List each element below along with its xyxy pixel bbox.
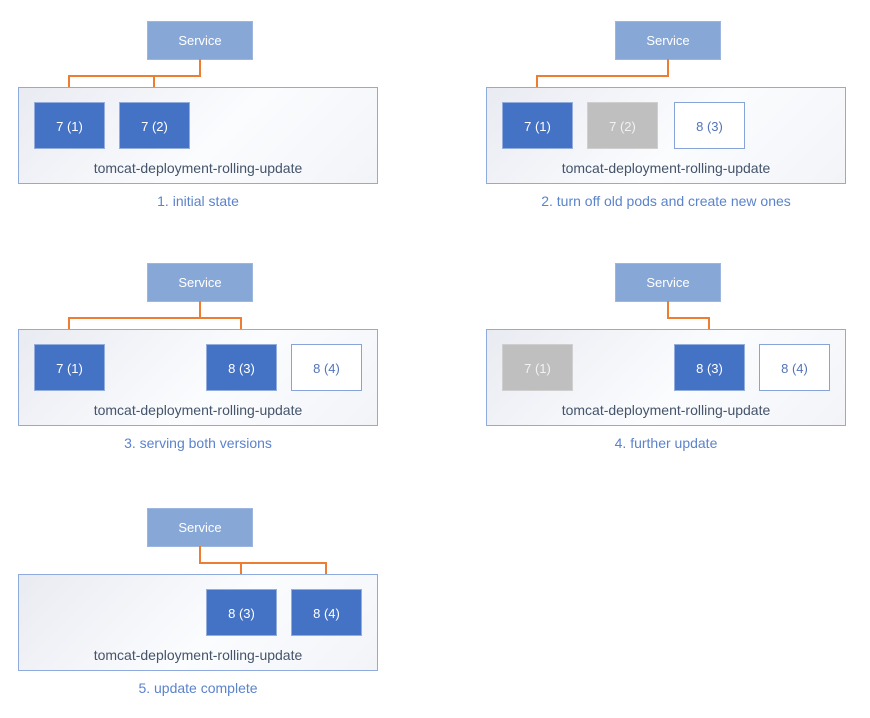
deployment-label: tomcat-deployment-rolling-update xyxy=(93,647,303,663)
pod-8-4: 8 (4) xyxy=(291,344,362,391)
service-box: Service xyxy=(147,263,253,302)
deployment-label: tomcat-deployment-rolling-update xyxy=(93,160,303,176)
deployment-box: 7 (1) 7 (2) 8 (3) tomcat-deployment-roll… xyxy=(486,87,846,184)
stage-3-serving-both-versions: Service 7 (1) 8 (3) 8 (4) tomcat-deploym… xyxy=(18,263,378,463)
stage-5-update-complete: Service 8 (3) 8 (4) tomcat-deployment-ro… xyxy=(18,508,378,708)
stage-4-further-update: Service 7 (1) 8 (3) 8 (4) tomcat-deploym… xyxy=(486,263,846,463)
service-box: Service xyxy=(147,21,253,60)
pod-7-1: 7 (1) xyxy=(34,102,105,149)
deployment-label: tomcat-deployment-rolling-update xyxy=(93,402,303,418)
pod-7-2: 7 (2) xyxy=(119,102,190,149)
pod-8-3: 8 (3) xyxy=(206,344,277,391)
deployment-box: 7 (1) 8 (3) 8 (4) tomcat-deployment-roll… xyxy=(18,329,378,426)
deployment-box: 7 (1) 8 (3) 8 (4) tomcat-deployment-roll… xyxy=(486,329,846,426)
stage-caption: 3. serving both versions xyxy=(124,435,272,451)
pod-8-3: 8 (3) xyxy=(206,589,277,636)
pod-8-4: 8 (4) xyxy=(291,589,362,636)
stage-2-turn-off-old-pods: Service 7 (1) 7 (2) 8 (3) tomcat-deploym… xyxy=(486,21,846,221)
service-box: Service xyxy=(147,508,253,547)
pod-7-2: 7 (2) xyxy=(587,102,658,149)
pod-7-1: 7 (1) xyxy=(502,344,573,391)
pod-8-3: 8 (3) xyxy=(674,102,745,149)
pod-8-4: 8 (4) xyxy=(759,344,830,391)
deployment-box: 8 (3) 8 (4) tomcat-deployment-rolling-up… xyxy=(18,574,378,671)
deployment-label: tomcat-deployment-rolling-update xyxy=(561,160,771,176)
stage-caption: 4. further update xyxy=(614,435,718,451)
pod-7-1: 7 (1) xyxy=(34,344,105,391)
pod-8-3: 8 (3) xyxy=(674,344,745,391)
service-box: Service xyxy=(615,21,721,60)
deployment-label: tomcat-deployment-rolling-update xyxy=(561,402,771,418)
service-box: Service xyxy=(615,263,721,302)
stage-caption: 1. initial state xyxy=(157,193,239,209)
stage-1-initial-state: Service 7 (1) 7 (2) tomcat-deployment-ro… xyxy=(18,21,378,221)
stage-caption: 2. turn off old pods and create new ones xyxy=(541,193,791,209)
pod-7-1: 7 (1) xyxy=(502,102,573,149)
deployment-box: 7 (1) 7 (2) tomcat-deployment-rolling-up… xyxy=(18,87,378,184)
stage-caption: 5. update complete xyxy=(138,680,258,696)
